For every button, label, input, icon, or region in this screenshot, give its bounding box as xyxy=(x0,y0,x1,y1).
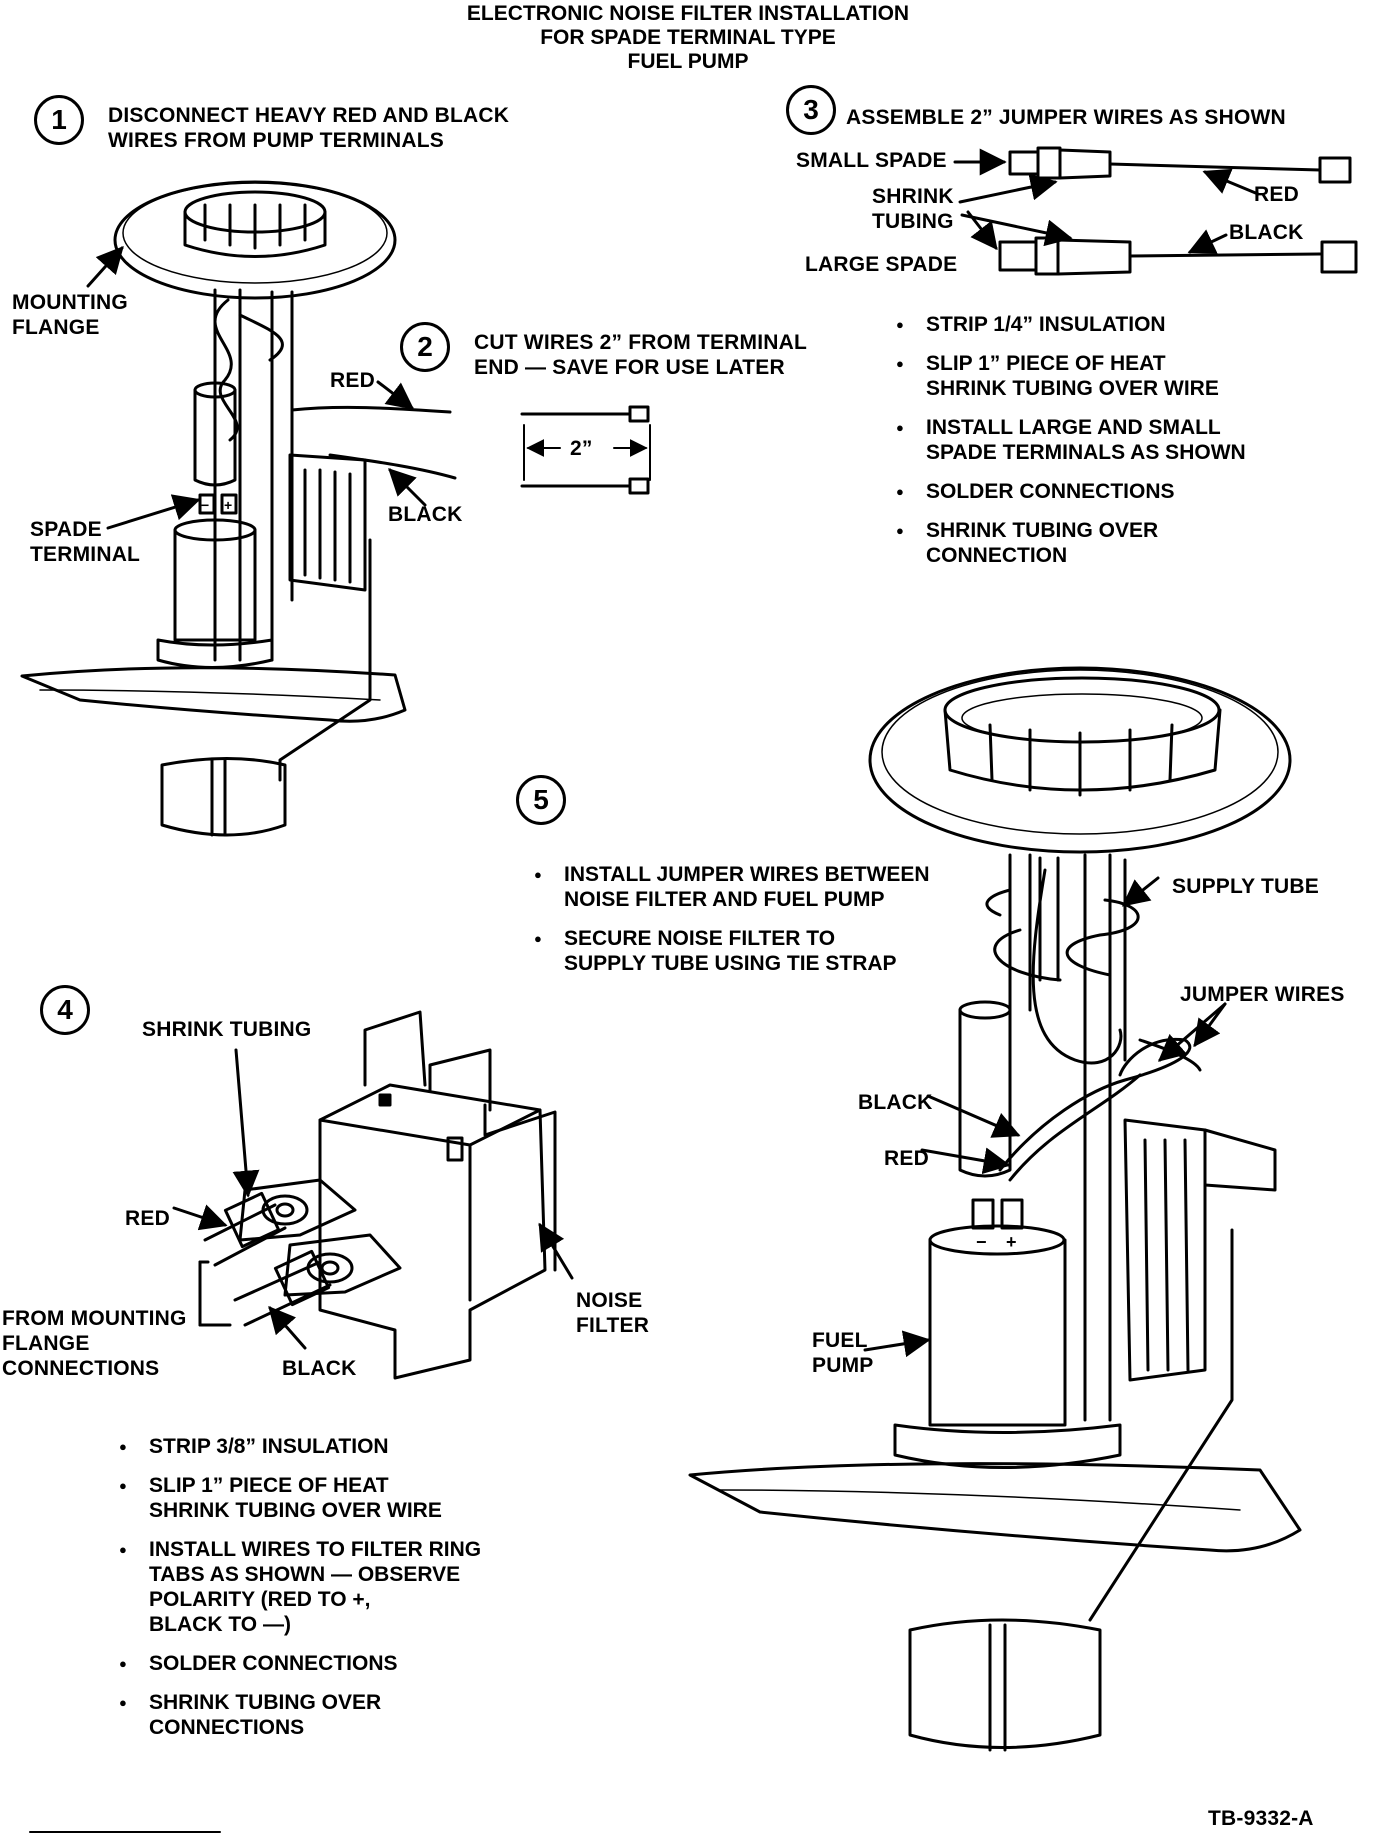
step-4-bullet: STRIP 3/8” INSULATION xyxy=(115,1434,481,1459)
label-2-inch-dimension: 2” xyxy=(570,437,593,460)
label-large-spade: LARGE SPADE xyxy=(805,253,958,276)
diagram-title: ELECTRONIC NOISE FILTER INSTALLATION FOR… xyxy=(0,2,1376,74)
label-red-fig4: RED xyxy=(125,1207,170,1230)
label-black-fig5: BLACK xyxy=(858,1091,933,1114)
step-4-instructions: STRIP 3/8” INSULATION SLIP 1” PIECE OF H… xyxy=(115,1434,481,1754)
fig3-jumper-wires xyxy=(953,146,1358,276)
step-3-bullet: SOLDER CONNECTIONS xyxy=(892,479,1246,504)
fig5-minus-mark: − xyxy=(976,1232,987,1252)
step-5-instructions: INSTALL JUMPER WIRES BETWEEN NOISE FILTE… xyxy=(530,862,930,990)
label-red-fig1: RED xyxy=(330,369,375,392)
step-4-bullet: SHRINK TUBING OVER CONNECTIONS xyxy=(115,1690,481,1740)
label-shrink-tubing-fig3: SHRINK TUBING xyxy=(872,185,954,233)
step-5-bullet: SECURE NOISE FILTER TO SUPPLY TUBE USING… xyxy=(530,926,930,976)
label-spade-terminal: SPADE TERMINAL xyxy=(30,518,141,566)
fig1-minus-mark: − xyxy=(201,497,209,513)
step-3-bullet: SLIP 1” PIECE OF HEAT SHRINK TUBING OVER… xyxy=(892,351,1246,401)
step-4-bullet: SLIP 1” PIECE OF HEAT SHRINK TUBING OVER… xyxy=(115,1473,481,1523)
label-red-fig5: RED xyxy=(884,1147,929,1170)
step-4-bullet: INSTALL WIRES TO FILTER RING TABS AS SHO… xyxy=(115,1537,481,1637)
step-3-bullet: INSTALL LARGE AND SMALL SPADE TERMINALS … xyxy=(892,415,1246,465)
step-2-marker: 2 xyxy=(400,322,450,372)
figure-number: TB-9332-A xyxy=(1208,1807,1314,1830)
step-3-instructions: STRIP 1/4” INSULATION SLIP 1” PIECE OF H… xyxy=(892,312,1246,582)
fig1-plus-mark: + xyxy=(224,497,232,513)
label-shrink-tubing-fig4: SHRINK TUBING xyxy=(142,1018,312,1041)
fig5-installed-assembly xyxy=(688,666,1302,1752)
label-red-fig3: RED xyxy=(1254,183,1299,206)
label-black-fig1: BLACK xyxy=(388,503,463,526)
title-line-3: FUEL PUMP xyxy=(627,50,749,73)
fig5-plus-mark: + xyxy=(1006,1232,1017,1252)
fig4-noise-filter xyxy=(172,1010,574,1380)
label-black-fig4: BLACK xyxy=(282,1357,357,1380)
label-jumper-wires: JUMPER WIRES xyxy=(1180,983,1345,1006)
label-mounting-flange: MOUNTING FLANGE xyxy=(12,291,128,339)
step-1-marker: 1 xyxy=(34,95,84,145)
label-from-mounting-flange: FROM MOUNTING FLANGE CONNECTIONS xyxy=(2,1307,187,1380)
title-line-1: ELECTRONIC NOISE FILTER INSTALLATION xyxy=(466,2,910,25)
step-4-marker: 4 xyxy=(40,985,90,1035)
label-small-spade: SMALL SPADE xyxy=(796,149,947,172)
step-1-text: DISCONNECT HEAVY RED AND BLACK WIRES FRO… xyxy=(108,104,510,152)
label-black-fig3: BLACK xyxy=(1229,221,1304,244)
label-noise-filter: NOISE FILTER xyxy=(576,1289,650,1337)
step-5-bullet: INSTALL JUMPER WIRES BETWEEN NOISE FILTE… xyxy=(530,862,930,912)
title-line-2: FOR SPADE TERMINAL TYPE xyxy=(540,26,836,49)
step-2-text: CUT WIRES 2” FROM TERMINAL END — SAVE FO… xyxy=(474,331,808,379)
step-4-bullet: SOLDER CONNECTIONS xyxy=(115,1651,481,1676)
fig1-pump-assembly xyxy=(20,180,457,837)
label-supply-tube: SUPPLY TUBE xyxy=(1172,875,1319,898)
step-3-bullet: STRIP 1/4” INSULATION xyxy=(892,312,1246,337)
step-3-marker: 3 xyxy=(786,85,836,135)
label-fuel-pump: FUEL PUMP xyxy=(812,1329,874,1377)
fig2-cut-wires xyxy=(520,405,651,495)
step-3-text: ASSEMBLE 2” JUMPER WIRES AS SHOWN xyxy=(846,106,1286,129)
step-5-marker: 5 xyxy=(516,775,566,825)
step-3-bullet: SHRINK TUBING OVER CONNECTION xyxy=(892,518,1246,568)
